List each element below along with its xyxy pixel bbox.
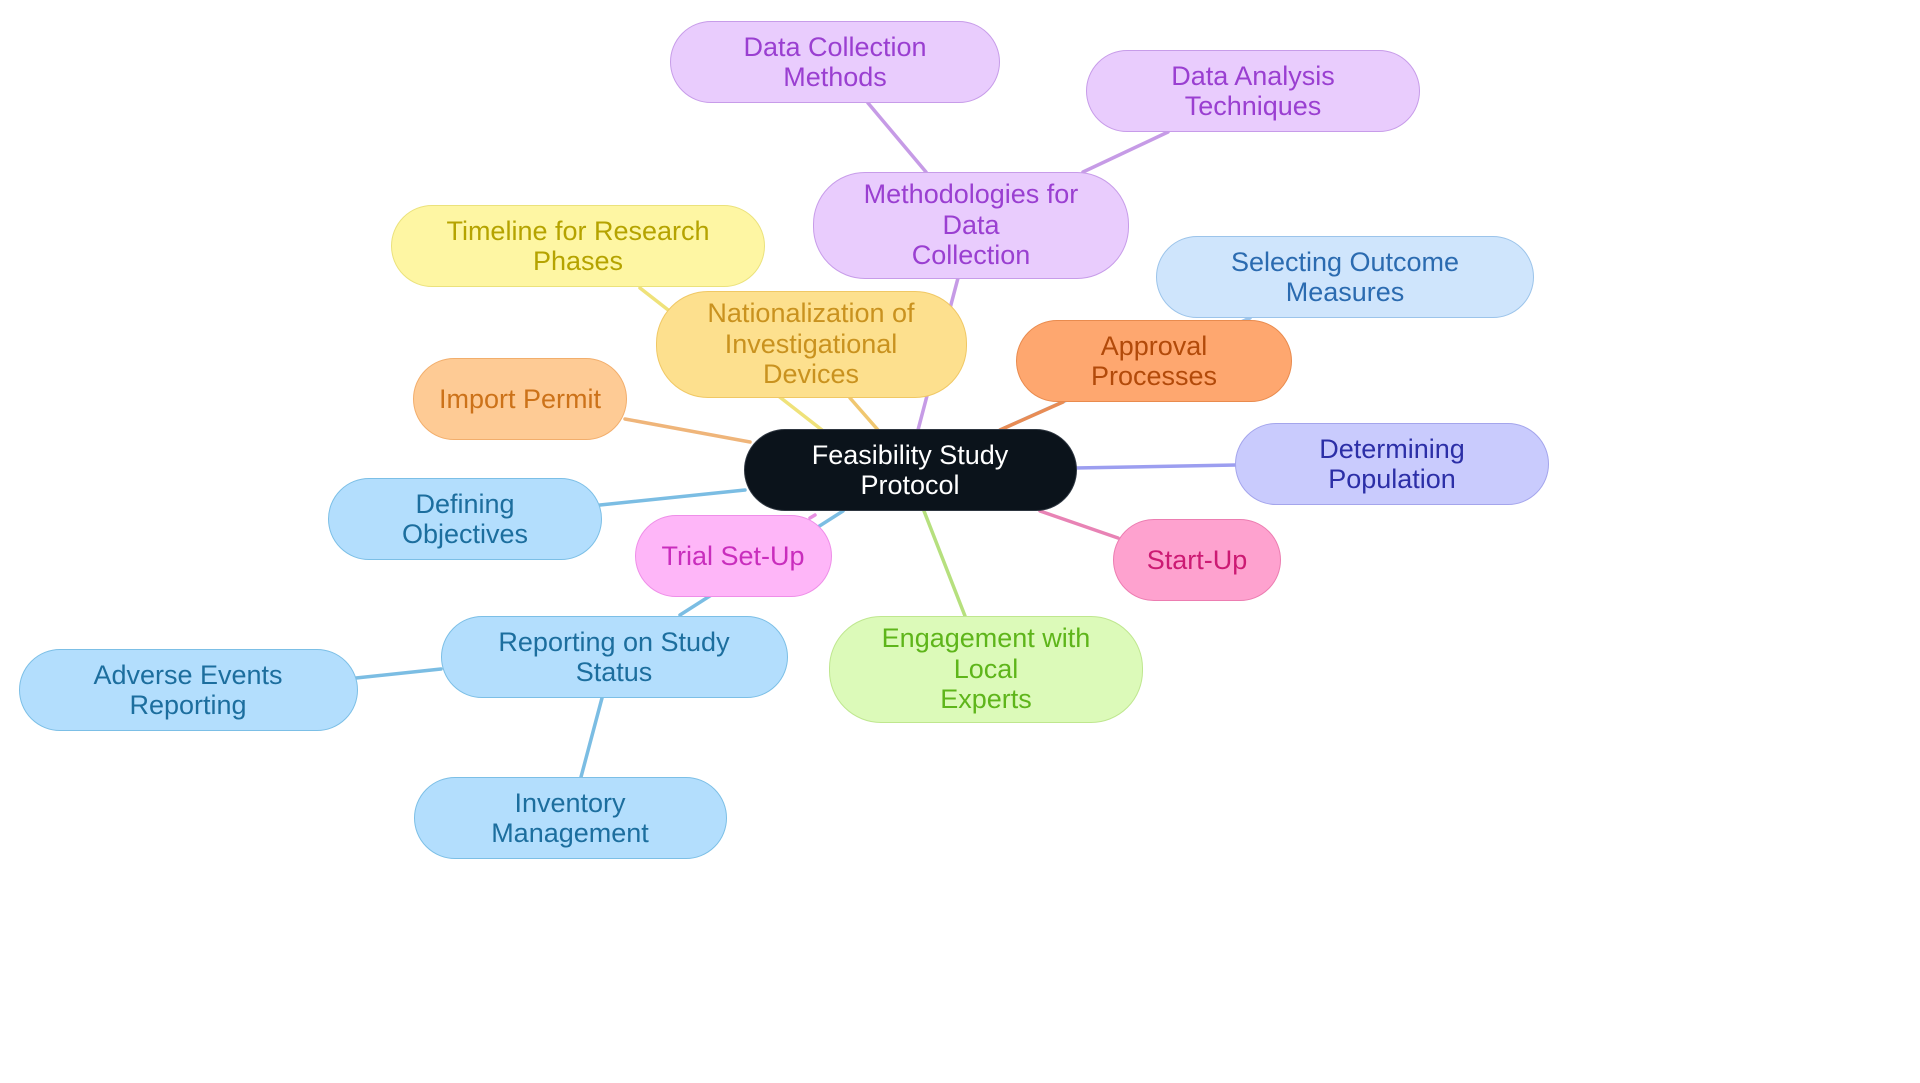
node-defining-objectives[interactable]: Defining Objectives xyxy=(328,478,602,560)
node-root[interactable]: Feasibility Study Protocol xyxy=(743,429,1077,511)
node-selecting-outcome-measures[interactable]: Selecting Outcome Measures xyxy=(1156,236,1534,318)
node-engagement-local-experts[interactable]: Engagement with Local Experts xyxy=(829,615,1143,723)
node-data-collection-methods[interactable]: Data Collection Methods xyxy=(670,21,1000,103)
edge-root-to-approval-processes xyxy=(998,400,1065,432)
node-inventory-management[interactable]: Inventory Management xyxy=(413,777,727,859)
node-determining-population[interactable]: Determining Population xyxy=(1235,423,1549,505)
node-reporting-study-status[interactable]: Reporting on Study Status xyxy=(440,616,788,698)
edge-root-to-engagement-local-experts xyxy=(922,509,967,618)
edge-root-to-determining-population xyxy=(1073,463,1238,470)
edge-root-to-import-permit xyxy=(623,417,752,444)
node-data-analysis-techniques[interactable]: Data Analysis Techniques xyxy=(1086,50,1420,132)
node-methodologies-data-collection[interactable]: Methodologies for Data Collection xyxy=(813,171,1129,279)
node-import-permit[interactable]: Import Permit xyxy=(413,358,627,440)
node-timeline-research-phases[interactable]: Timeline for Research Phases xyxy=(391,205,765,287)
edge-root-to-trial-set-up xyxy=(808,513,817,520)
edge-root-to-defining-objectives xyxy=(598,488,747,507)
edge-reporting-study-status-to-inventory-management xyxy=(579,696,604,779)
node-approval-processes[interactable]: Approval Processes xyxy=(1016,320,1292,402)
node-trial-set-up[interactable]: Trial Set-Up xyxy=(634,515,832,597)
node-adverse-events-reporting[interactable]: Adverse Events Reporting xyxy=(18,649,358,731)
edge-reporting-study-status-to-adverse-events-reporting xyxy=(354,667,443,680)
node-start-up[interactable]: Start-Up xyxy=(1113,519,1281,601)
node-nationalization-devices[interactable]: Nationalization of Investigational Devic… xyxy=(655,290,967,398)
edge-root-to-nationalization-devices xyxy=(848,396,880,432)
edge-methodologies-data-collection-to-data-collection-methods xyxy=(866,101,928,174)
edge-root-to-start-up xyxy=(1038,509,1120,540)
edge-methodologies-data-collection-to-data-analysis-techniques xyxy=(1081,130,1170,174)
